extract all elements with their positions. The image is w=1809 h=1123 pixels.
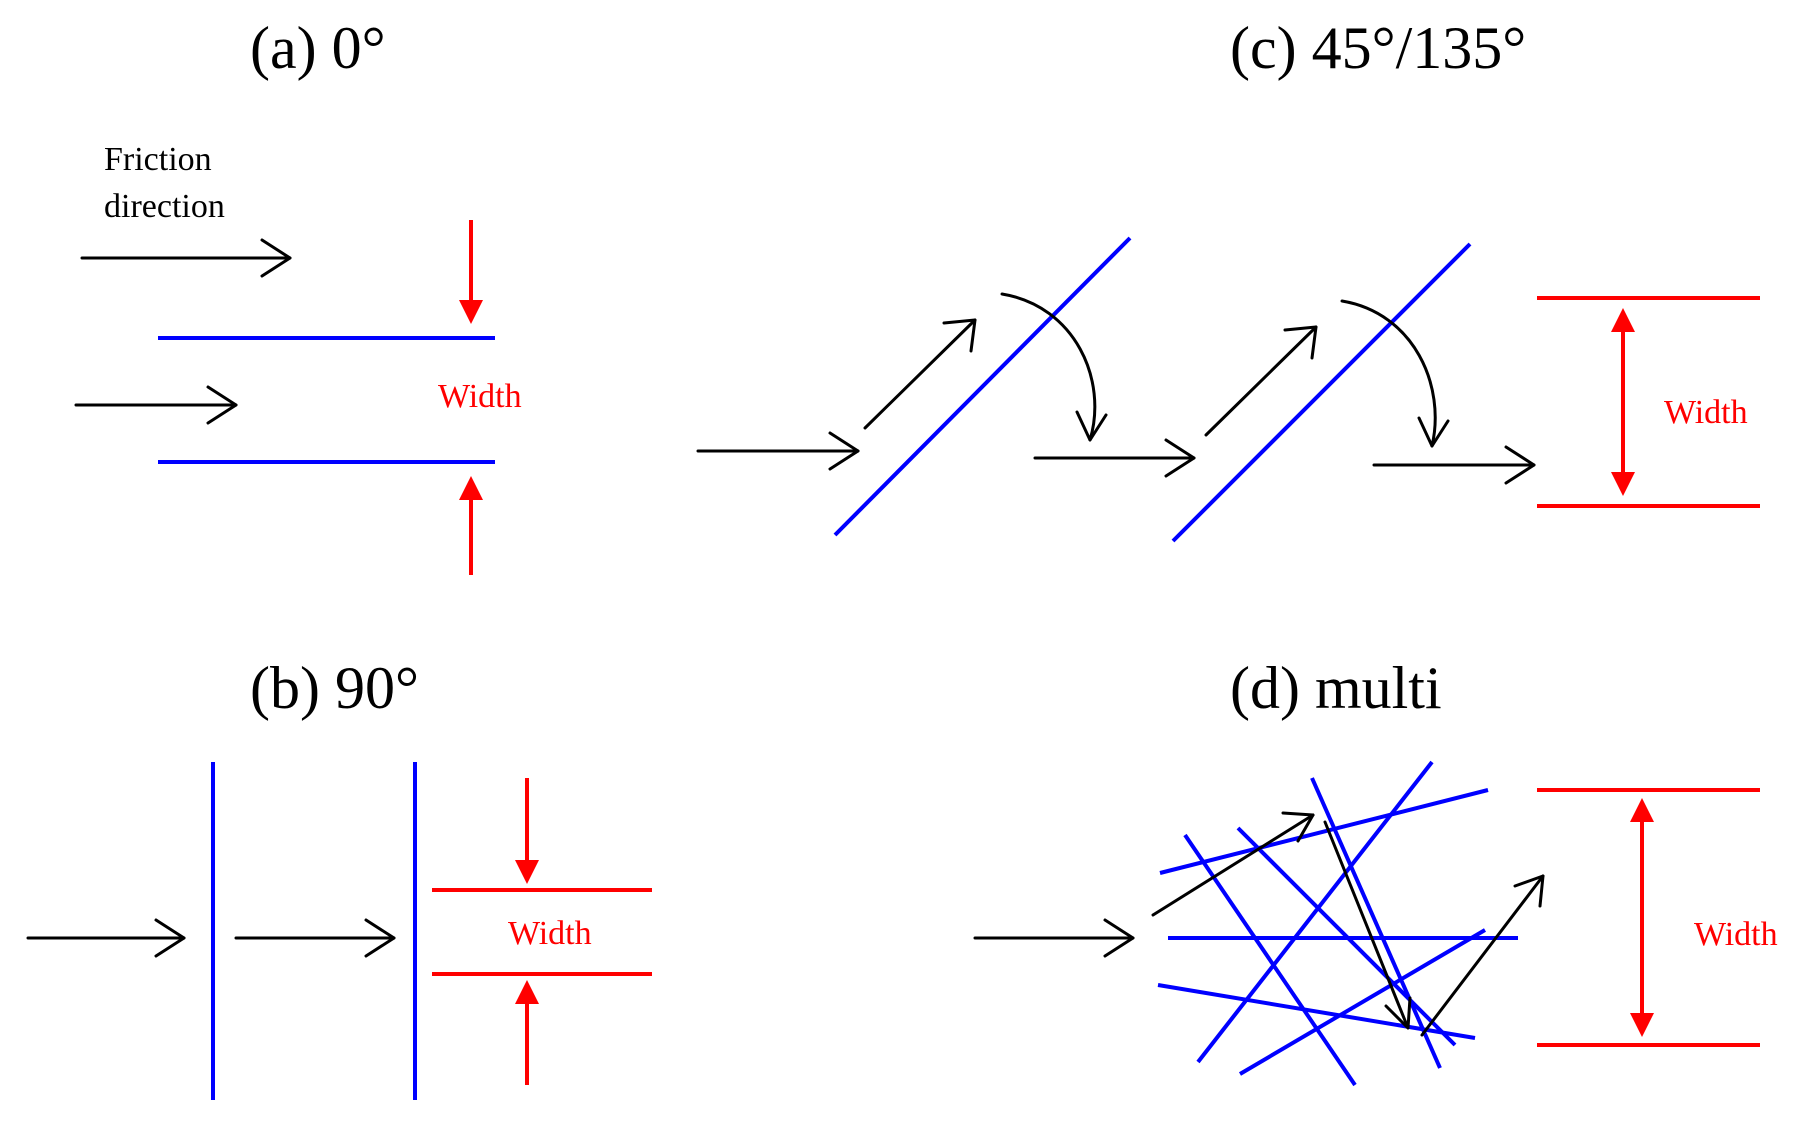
path-arrow-deflected-2 <box>1204 325 1318 437</box>
width-label: Width <box>508 915 592 952</box>
panel-b-title: (b) 90° <box>250 655 419 721</box>
path-arrow-middle <box>1033 438 1196 478</box>
path-arrow <box>74 385 238 425</box>
path-arrow-1 <box>26 918 186 958</box>
friction-direction-arrow <box>80 238 292 278</box>
curved-arrow-1 <box>1000 292 1108 442</box>
random-fibers <box>1157 760 1518 1087</box>
fiber-line <box>1196 760 1434 1064</box>
path-arrow-incoming <box>973 918 1135 958</box>
fiber-line <box>1238 928 1487 1076</box>
fiber-line-diagonal-2 <box>1171 242 1472 543</box>
friction-direction-label-line2: direction <box>104 188 225 225</box>
width-label: Width <box>1664 394 1748 431</box>
fiber-line <box>1310 777 1442 1069</box>
panel-d-title: (d) multi <box>1230 655 1442 721</box>
path-arrow-deflected-1 <box>863 318 977 430</box>
path-arrow-incoming <box>696 431 860 471</box>
panel-c-title: (c) 45°/135° <box>1230 15 1526 81</box>
fiber-line <box>1159 788 1489 875</box>
path-arrow-2 <box>234 918 396 958</box>
path-arrow-zigzag-1 <box>1151 811 1315 917</box>
fiber-line-diagonal-1 <box>833 236 1132 537</box>
path-arrow-zigzag-3 <box>1420 874 1545 1037</box>
fiber-line <box>1157 983 1476 1040</box>
path-arrow-zigzag-2 <box>1323 820 1412 1030</box>
path-arrow-outgoing <box>1372 445 1536 485</box>
panel-b: (b) 90° Width <box>26 655 652 1100</box>
friction-direction-label-line1: Friction <box>104 141 212 178</box>
width-label: Width <box>1694 916 1778 953</box>
width-label: Width <box>438 378 522 415</box>
panel-d: (d) multi <box>973 655 1778 1087</box>
panel-c: (c) 45°/135° <box>696 15 1760 543</box>
panel-a-title: (a) 0° <box>250 15 386 81</box>
panel-a: (a) 0° Friction direction Width <box>74 15 522 575</box>
curved-arrow-2 <box>1340 299 1450 448</box>
